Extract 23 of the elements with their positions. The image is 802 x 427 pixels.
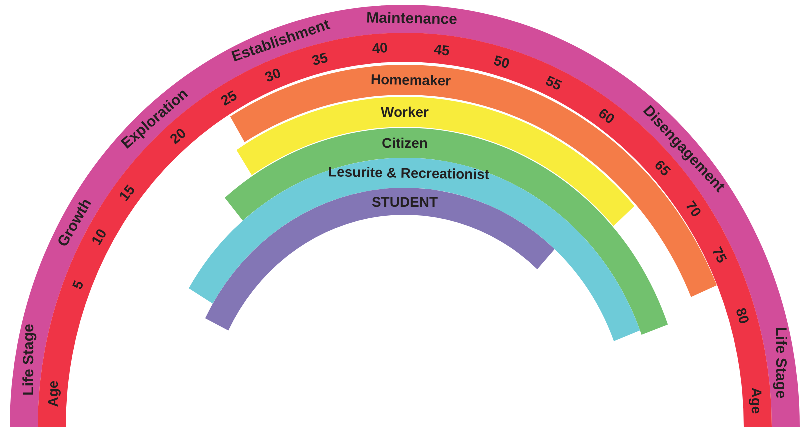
band-label: 75	[710, 244, 730, 265]
band-label: Life Stage	[774, 327, 789, 400]
band-label: Age	[750, 387, 764, 414]
band-label: 80	[734, 306, 752, 326]
band-label: Homemaker	[370, 72, 451, 88]
band-label: 55	[544, 73, 564, 93]
band-label: 25	[218, 88, 239, 108]
band-label: Citizen	[382, 136, 428, 150]
band-label: 50	[492, 53, 512, 72]
band-label: 5	[70, 278, 86, 292]
band-label: Worker	[381, 105, 429, 119]
band-label: 30	[262, 66, 283, 85]
band-label: 45	[433, 42, 450, 58]
band-label: Life Stage	[22, 324, 37, 396]
band-label: 10	[89, 227, 110, 248]
band-label: 40	[372, 40, 389, 56]
band-label: 70	[684, 198, 704, 220]
band-label: Lesurite & Recreationist	[328, 164, 490, 182]
band-label: Age	[46, 380, 60, 408]
band-label: 15	[116, 182, 138, 204]
band-label: STUDENT	[372, 194, 438, 208]
band-label: Maintenance	[366, 10, 458, 28]
band-label: 60	[597, 106, 618, 126]
